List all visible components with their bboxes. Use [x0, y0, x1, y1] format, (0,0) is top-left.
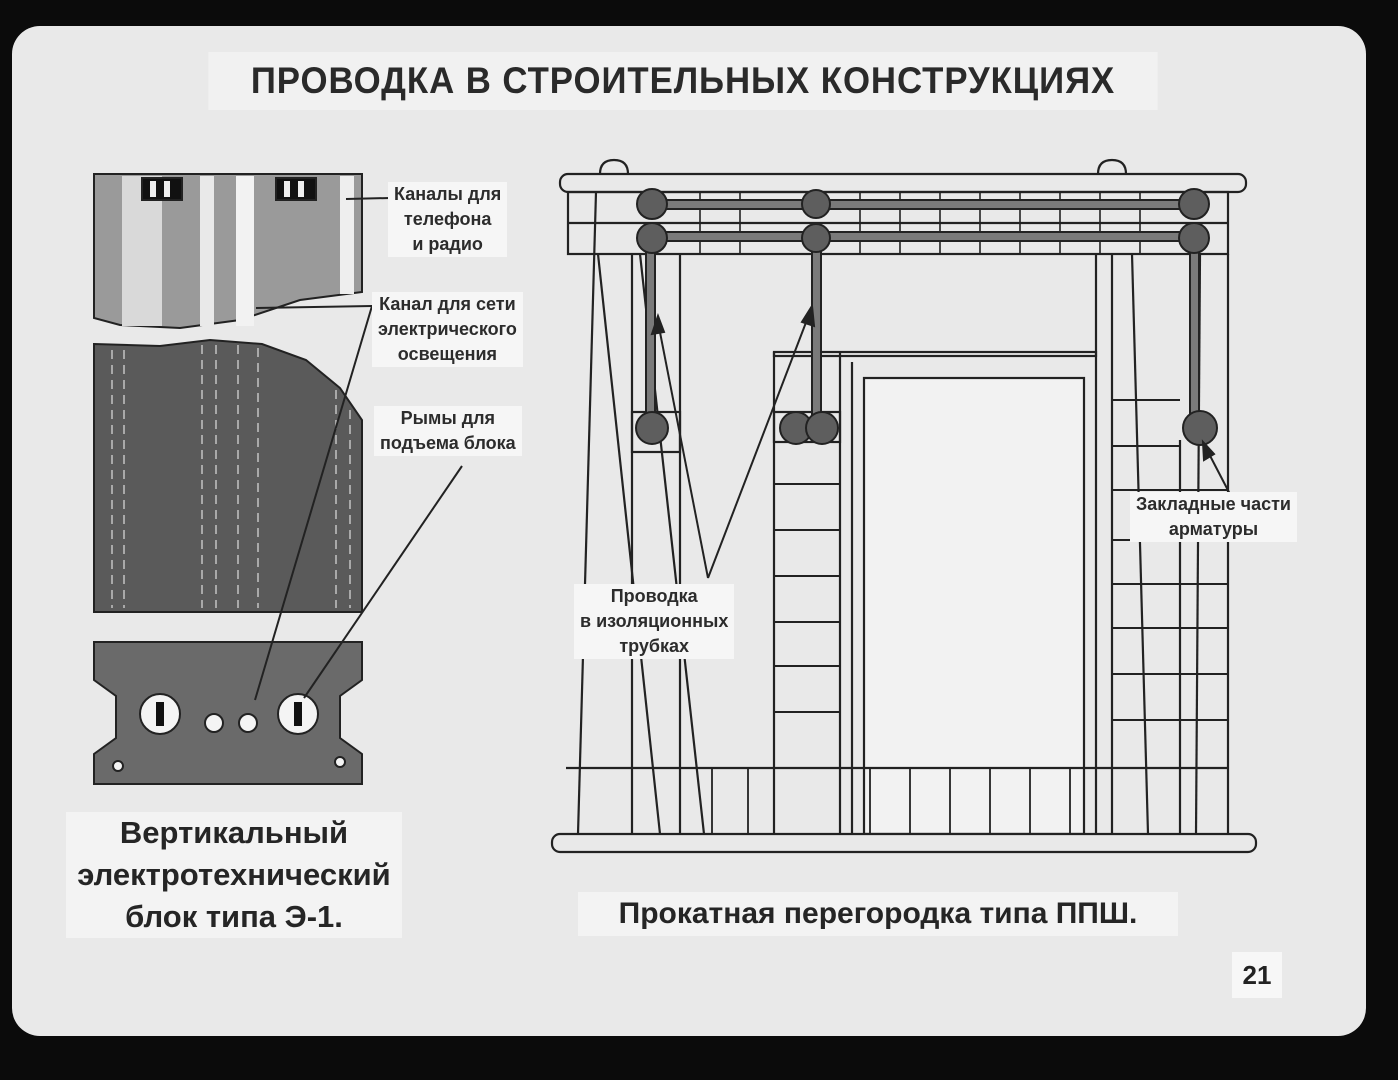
left-leader-lines — [254, 197, 463, 701]
embedded-fittings — [635, 188, 1218, 446]
caption-rolled-partition: Прокатная перегородка типа ППШ. — [578, 892, 1178, 936]
label-wiring-in-tubes: Проводка в изоляционных трубках — [574, 584, 735, 659]
block-cross-section — [93, 641, 363, 785]
page-number: 21 — [1232, 952, 1282, 998]
label-lifting-eyes: Рымы для подъема блока — [374, 406, 522, 456]
label-embedded-parts: Закладные части арматуры — [1130, 492, 1297, 542]
block-front-view — [93, 173, 363, 613]
caption-vertical-block: Вертикальный электротехнический блок тип… — [66, 812, 402, 938]
partition-frame — [550, 158, 1258, 854]
right-leader-lines — [650, 302, 1233, 579]
label-phone-radio-channels: Каналы для телефона и радио — [388, 182, 508, 257]
label-lighting-channel: Канал для сети электрического освещения — [372, 292, 523, 367]
slide-title: ПРОВОДКА В СТРОИТЕЛЬНЫХ КОНСТРУКЦИЯХ — [208, 52, 1158, 110]
